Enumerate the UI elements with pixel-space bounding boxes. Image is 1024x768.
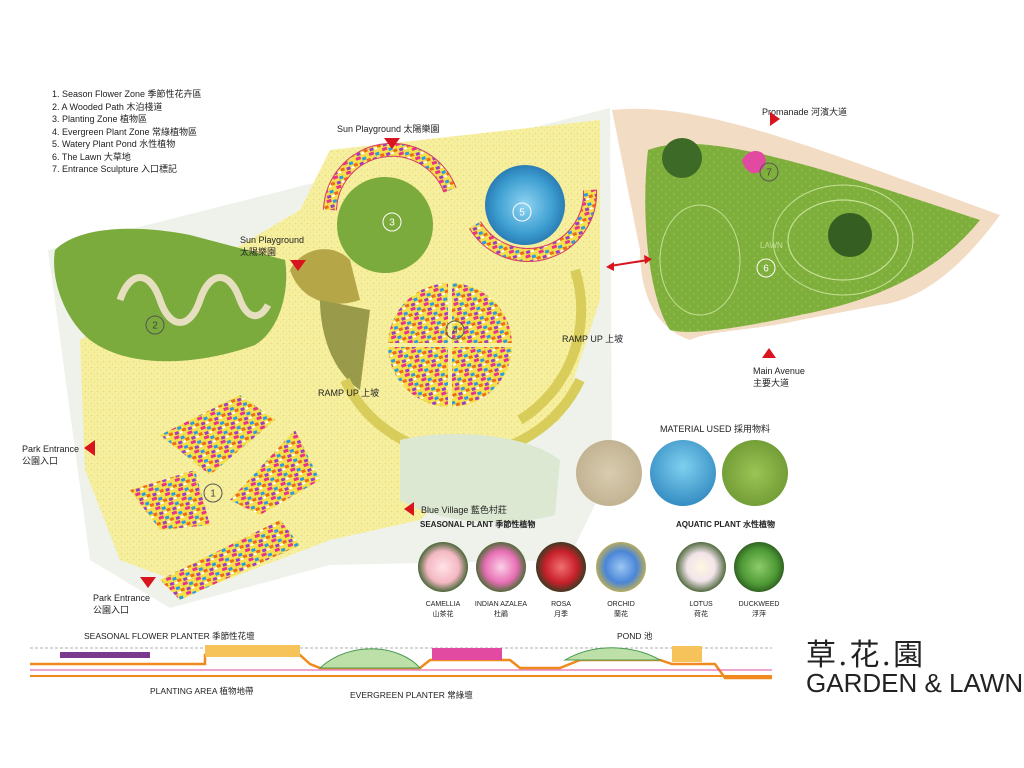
zone-number-circle (203, 483, 223, 503)
lotus-photo (676, 542, 726, 592)
orchid-photo (596, 542, 646, 592)
zone-number: 1 (210, 489, 216, 500)
zone-number: 2 (152, 321, 158, 332)
plant-name-cn: 月季 (554, 611, 568, 618)
wooded-path (116, 274, 272, 326)
zone-number: 5 (519, 208, 525, 219)
planter (60, 652, 150, 658)
zone-number-circle (445, 320, 465, 340)
grass-swatch (722, 440, 788, 506)
plant-name-en: ORCHID (607, 601, 635, 608)
label-sun-playground-left-cn: 太陽樂園 (240, 247, 277, 257)
legend-item: 3. Planting Zone 植物區 (52, 114, 148, 124)
materials-title: MATERIAL USED 採用物料 (660, 424, 771, 434)
gravel-swatch (576, 440, 642, 506)
zone-number-circle (756, 258, 776, 278)
plant-name-en: LOTUS (689, 601, 713, 608)
camellia-photo (418, 542, 468, 592)
marker-triangle (762, 348, 776, 358)
legend-item: 5. Watery Plant Pond 水性植物 (52, 139, 176, 149)
marker-triangle (384, 138, 400, 149)
planter (205, 645, 300, 657)
label-main-avenue-en: Main Avenue (753, 366, 805, 376)
marker-triangle (140, 577, 156, 588)
title-chinese: 草.花.園 (806, 638, 926, 673)
plant-name-cn: 山茶花 (432, 611, 454, 618)
marker-triangle (404, 502, 414, 516)
legend-item: 4. Evergreen Plant Zone 常綠植物區 (52, 126, 198, 137)
duckweed-photo (734, 542, 784, 592)
section-label-seasonal-planter: SEASONAL FLOWER PLANTER 季節性花壇 (84, 631, 255, 641)
plant-name-cn: 杜鵑 (494, 611, 508, 618)
seasonal-plant-title: SEASONAL PLANT 季節性植物 (420, 520, 536, 529)
label-lawn: LAWN (760, 241, 783, 250)
label-park-entrance-2-en: Park Entrance (93, 593, 151, 603)
wooded-path-zone (54, 228, 287, 362)
entrance-sculpture (742, 150, 766, 174)
label-ramp-up-right: RAMP UP 上坡 (562, 334, 624, 344)
aquatic-plant-title: AQUATIC PLANT 水性植物 (676, 520, 775, 529)
plant-name-en: INDIAN AZALEA (474, 601, 528, 608)
rosa-photo (536, 542, 586, 592)
zone-number-circle (759, 162, 779, 182)
the-lawn (645, 143, 980, 332)
plant-name-en: CAMELLIA (425, 601, 461, 608)
zone-number: 3 (389, 218, 395, 229)
marker-triangle (290, 260, 306, 271)
legend-item: 2. A Wooded Path 木泊棧道 (52, 101, 163, 112)
section-label-planting-area: PLANTING AREA 植物地帶 (150, 686, 254, 696)
marker-triangle (84, 440, 95, 456)
flower-bed-2 (130, 470, 210, 530)
title-english: GARDEN & LAWN (806, 668, 1024, 698)
plant-name-en: ROSA (551, 601, 571, 608)
zone-number: 7 (766, 168, 772, 179)
flower-bed-1 (160, 395, 275, 475)
label-promanade: Promanade 河濱大道 (762, 107, 848, 117)
flower-bed-4 (160, 520, 300, 600)
plant-name-cn: 蘭花 (614, 611, 628, 618)
tree (828, 213, 872, 257)
tree (662, 138, 702, 178)
label-park-entrance-1-cn: 公園入口 (22, 456, 59, 466)
zone-number: 4 (452, 326, 458, 337)
label-blue-village: Blue Village 藍色村莊 (421, 505, 507, 515)
marker-triangle (770, 112, 780, 126)
section-label-evergreen-planter: EVERGREEN PLANTER 常綠壇 (350, 690, 473, 700)
label-ramp-up-left: RAMP UP 上坡 (318, 388, 380, 398)
watery-plant-pond (485, 165, 565, 245)
zone-number-circle (145, 315, 165, 335)
planter (432, 648, 502, 660)
flower-bed-3 (230, 430, 320, 515)
label-park-entrance-1-en: Park Entrance (22, 444, 80, 454)
zone-number-circle (382, 212, 402, 232)
label-sun-playground-top: Sun Playground 太陽樂園 (337, 124, 440, 134)
water-swatch (650, 440, 716, 506)
plant-name-cn: 荷花 (694, 611, 708, 618)
label-park-entrance-2-cn: 公園入口 (93, 605, 130, 615)
label-sun-playground-left-en: Sun Playground (240, 235, 305, 245)
plant-name-cn: 浮萍 (752, 611, 766, 618)
planting-zone (337, 177, 433, 273)
legend-item: 1. Season Flower Zone 季節性花卉區 (52, 89, 202, 99)
section-label-pond: POND 池 (617, 631, 653, 641)
plant-name-en: DUCKWEED (738, 601, 780, 608)
azalea-photo (476, 542, 526, 592)
legend-item: 7. Entrance Sculpture 入口標記 (52, 164, 178, 174)
legend-item: 6. The Lawn 大草地 (52, 151, 131, 162)
zone-number: 6 (763, 264, 769, 275)
zone-number-circle (512, 202, 532, 222)
zone-legend: 1. Season Flower Zone 季節性花卉區 2. A Wooded… (52, 88, 202, 176)
label-main-avenue-cn: 主要大道 (753, 378, 790, 388)
